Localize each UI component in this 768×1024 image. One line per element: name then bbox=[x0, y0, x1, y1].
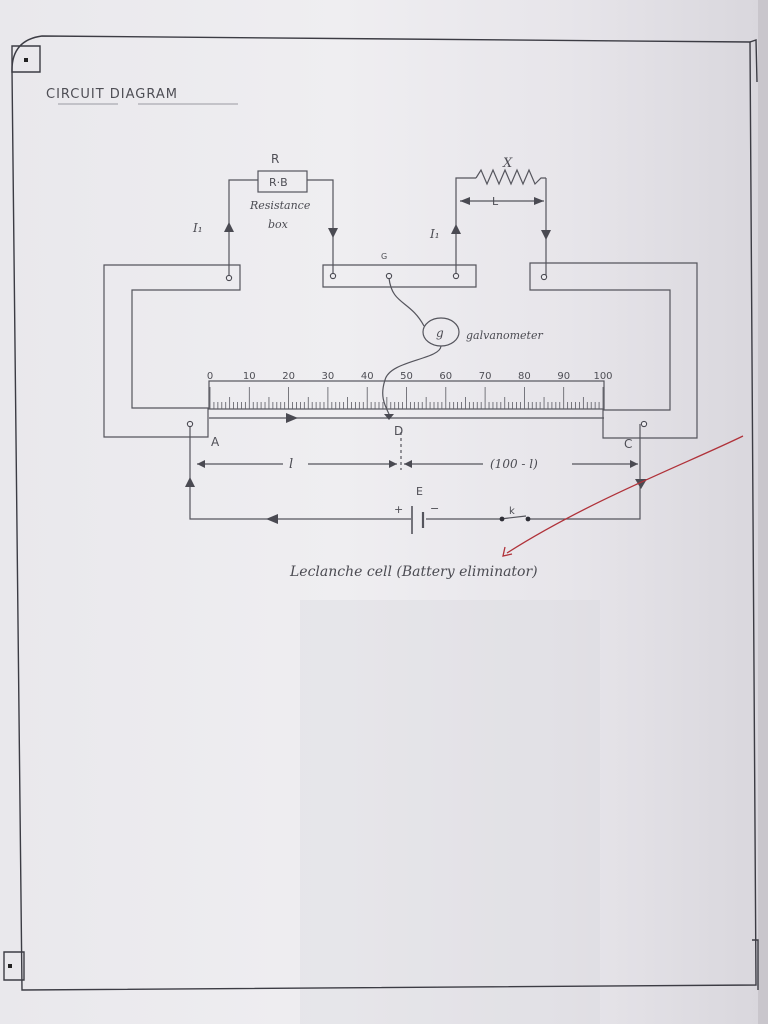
arrow-right bbox=[389, 460, 397, 468]
cell-label: E bbox=[416, 485, 423, 498]
arrow-up bbox=[451, 224, 461, 234]
galvanometer-dial-label: g bbox=[436, 326, 444, 340]
galvanometer-wire bbox=[388, 277, 425, 327]
unknown-resistor bbox=[475, 168, 546, 186]
scale-number: 100 bbox=[593, 371, 612, 382]
left-copper-strip bbox=[103, 264, 241, 438]
middle-copper-strip bbox=[322, 264, 477, 288]
scale-number: 90 bbox=[557, 371, 570, 382]
corner-dot bbox=[24, 58, 28, 62]
left-length-label: l bbox=[289, 457, 293, 472]
arrow-right bbox=[630, 460, 638, 468]
key-terminal bbox=[499, 516, 505, 522]
current-label: I₁ bbox=[429, 227, 440, 241]
point-c: C bbox=[624, 437, 632, 451]
arrow-right bbox=[534, 197, 544, 205]
scale-number: 40 bbox=[361, 371, 374, 382]
terminal bbox=[385, 272, 393, 280]
cell-caption: Leclanche cell (Battery eliminator) bbox=[289, 564, 538, 580]
terminal bbox=[329, 272, 337, 280]
arrow-down bbox=[541, 230, 551, 240]
scale-ticks bbox=[209, 387, 604, 409]
scale-number: 80 bbox=[518, 371, 531, 382]
scale-numbers: 0 10 20 30 40 50 60 70 80 90 100 bbox=[207, 371, 613, 382]
right-copper-strip bbox=[529, 262, 698, 439]
arrow-left bbox=[197, 460, 205, 468]
resistance-box bbox=[257, 170, 308, 193]
current-arrows bbox=[185, 197, 647, 524]
minus-sign: − bbox=[430, 502, 439, 515]
resistance-box-wire bbox=[307, 179, 334, 277]
arrow-down bbox=[328, 228, 338, 238]
resistance-caption: Resistance bbox=[249, 199, 311, 212]
current-label: I₁ bbox=[192, 221, 203, 235]
arrow-right bbox=[286, 413, 298, 423]
arrow-up bbox=[224, 222, 234, 232]
corner-dot bbox=[8, 964, 12, 968]
right-length-label: (100 - l) bbox=[490, 457, 538, 471]
page-border bbox=[3, 35, 759, 991]
shadow-area bbox=[300, 600, 600, 1024]
galvanometer-symbol: G bbox=[381, 252, 387, 261]
arrow-up bbox=[185, 477, 195, 487]
resistance-caption: box bbox=[268, 218, 289, 231]
scale-number: 30 bbox=[322, 371, 335, 382]
plus-sign: + bbox=[394, 503, 403, 516]
jockey-tip bbox=[384, 414, 394, 420]
length-label: L bbox=[492, 195, 499, 208]
terminal bbox=[540, 273, 548, 281]
scale-number: 60 bbox=[439, 371, 452, 382]
red-pen-mark bbox=[506, 435, 744, 554]
arrow-left bbox=[404, 460, 412, 468]
arrow-left bbox=[460, 197, 470, 205]
scale-number: 10 bbox=[243, 371, 256, 382]
terminal bbox=[452, 272, 460, 280]
scale-number: 0 bbox=[207, 371, 213, 382]
red-pen-mark bbox=[502, 546, 513, 557]
key-terminal bbox=[525, 516, 531, 522]
battery-circuit-wire bbox=[189, 424, 411, 520]
terminal bbox=[225, 274, 233, 282]
page-edge bbox=[758, 0, 768, 1024]
key-label: k bbox=[509, 506, 515, 517]
point-a: A bbox=[211, 435, 220, 449]
jockey-wire bbox=[382, 345, 442, 415]
scale-number: 50 bbox=[400, 371, 413, 382]
heading: CIRCUIT DIAGRAM bbox=[46, 87, 178, 102]
terminal bbox=[640, 420, 648, 428]
scale-number: 70 bbox=[479, 371, 492, 382]
scale-number: 20 bbox=[282, 371, 295, 382]
arrow-left bbox=[266, 514, 278, 524]
resistance-symbol: R bbox=[271, 152, 279, 166]
galvanometer-caption: galvanometer bbox=[466, 329, 543, 342]
resistance-box-label: R·B bbox=[269, 176, 288, 189]
unknown-resistor-wire bbox=[455, 177, 476, 277]
terminal bbox=[186, 420, 194, 428]
resistance-box-wire bbox=[228, 179, 258, 277]
unknown-resistor-symbol: X bbox=[502, 156, 513, 171]
point-d: D bbox=[394, 424, 403, 438]
